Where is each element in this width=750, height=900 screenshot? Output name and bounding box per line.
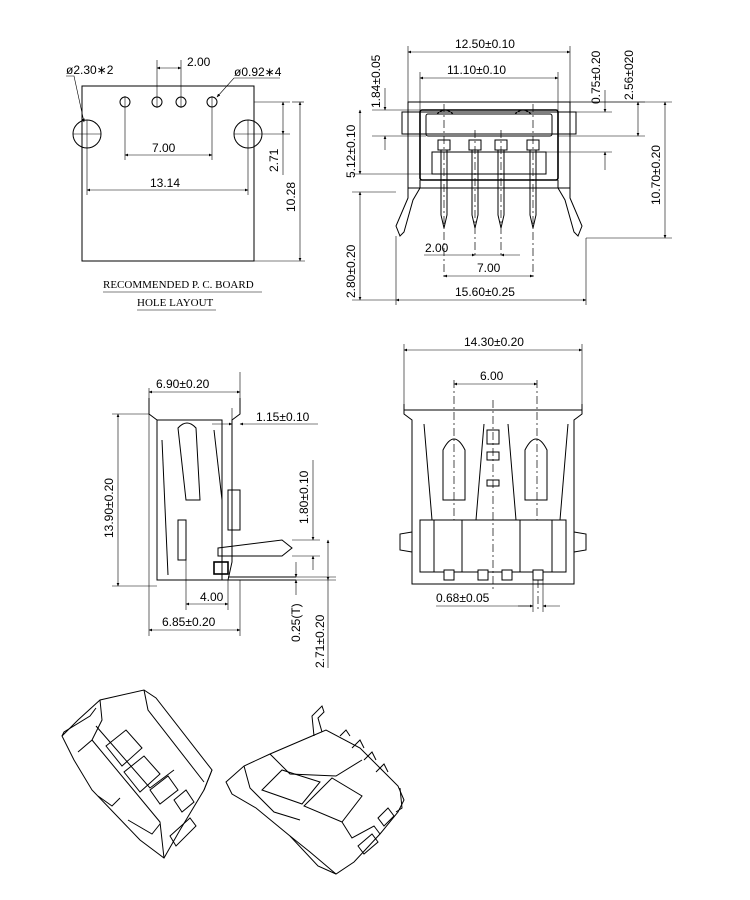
bottom-pin-width-label: 0.68±0.05 <box>436 591 490 605</box>
bottom-pin-4 <box>532 569 544 581</box>
large-hole-label: ø2.30∗2 <box>66 63 114 77</box>
outer-span-label: 13.14 <box>150 176 180 190</box>
small-hole-label: ø0.92∗4 <box>234 65 282 79</box>
front-housing <box>407 101 571 189</box>
hole-offset-label: 2.71 <box>267 148 281 172</box>
front-view: 12.50±0.10 11.10±0.10 1.84±0.05 5.12±0.1… <box>344 37 672 305</box>
side-view: 6.90±0.20 1.15±0.10 13.90±0.20 1.80±0.10… <box>102 372 336 668</box>
side-spring <box>177 422 201 501</box>
front-width-outer-label: 12.50±0.10 <box>455 37 515 51</box>
pcb-outline <box>81 85 255 262</box>
side-height-label: 13.90±0.20 <box>102 478 116 538</box>
bottom-pin-1 <box>443 569 455 581</box>
front-width-inner-label: 11.10±0.10 <box>447 63 506 77</box>
front-pin-pitch-label: 2.00 <box>425 241 449 255</box>
side-pin-offset-label: 4.00 <box>200 590 224 604</box>
bottom-spring-right <box>524 438 548 501</box>
iso-right-port <box>261 769 321 805</box>
side-top-width-label: 6.90±0.20 <box>156 377 210 391</box>
bottom-view: 14.30±0.20 6.00 0.68±0.05 <box>399 335 587 612</box>
side-shell <box>148 398 241 581</box>
bottom-width-label: 14.30±0.20 <box>464 335 524 349</box>
bottom-spring-span-label: 6.00 <box>480 369 504 383</box>
isometric-view-right <box>225 705 405 875</box>
iso-left-port-1 <box>105 729 143 767</box>
bottom-spring-left <box>442 438 466 501</box>
pcb-caption-line1: RECOMMENDED P. C. BOARD <box>103 279 254 291</box>
isometric-view-left <box>61 689 213 859</box>
pcb-hole-layout: ø2.30∗2 ø0.92∗4 2.00 7.00 13.14 2.71 10.… <box>66 55 305 311</box>
front-overall-width-label: 15.60±0.25 <box>455 285 515 299</box>
side-pin <box>217 539 293 557</box>
front-dim-075-label: 0.75±0.20 <box>589 50 603 104</box>
iso-left-port-2 <box>123 755 161 793</box>
side-thickness-label: 1.15±0.10 <box>256 410 310 424</box>
side-pin-length-label: 2.71±0.20 <box>313 614 327 668</box>
depth-label: 10.28 <box>284 182 298 212</box>
side-pin-thickness-label: 0.25(T) <box>289 603 303 642</box>
front-dim-184-label: 1.84±0.05 <box>369 54 383 108</box>
front-pin-span-label: 7.00 <box>477 261 501 275</box>
side-tab-label: 1.80±0.10 <box>297 470 311 524</box>
front-receptacle <box>419 109 559 181</box>
pitch-label: 2.00 <box>187 55 211 69</box>
side-lock <box>213 561 229 575</box>
side-base-width-label: 6.85±0.20 <box>162 615 216 629</box>
front-height-label: 10.70±0.20 <box>649 145 663 205</box>
bottom-pin-2 <box>477 569 489 581</box>
front-pin-length-label: 2.80±0.20 <box>344 244 358 298</box>
inner-span-label: 7.00 <box>152 141 176 155</box>
iso-right-body <box>225 729 405 875</box>
bottom-pin-3 <box>501 569 513 581</box>
front-dim-512-label: 5.12±0.10 <box>344 124 358 178</box>
pcb-caption-line2: HOLE LAYOUT <box>137 297 214 309</box>
front-dim-256-label: 2.56±020 <box>622 50 636 100</box>
